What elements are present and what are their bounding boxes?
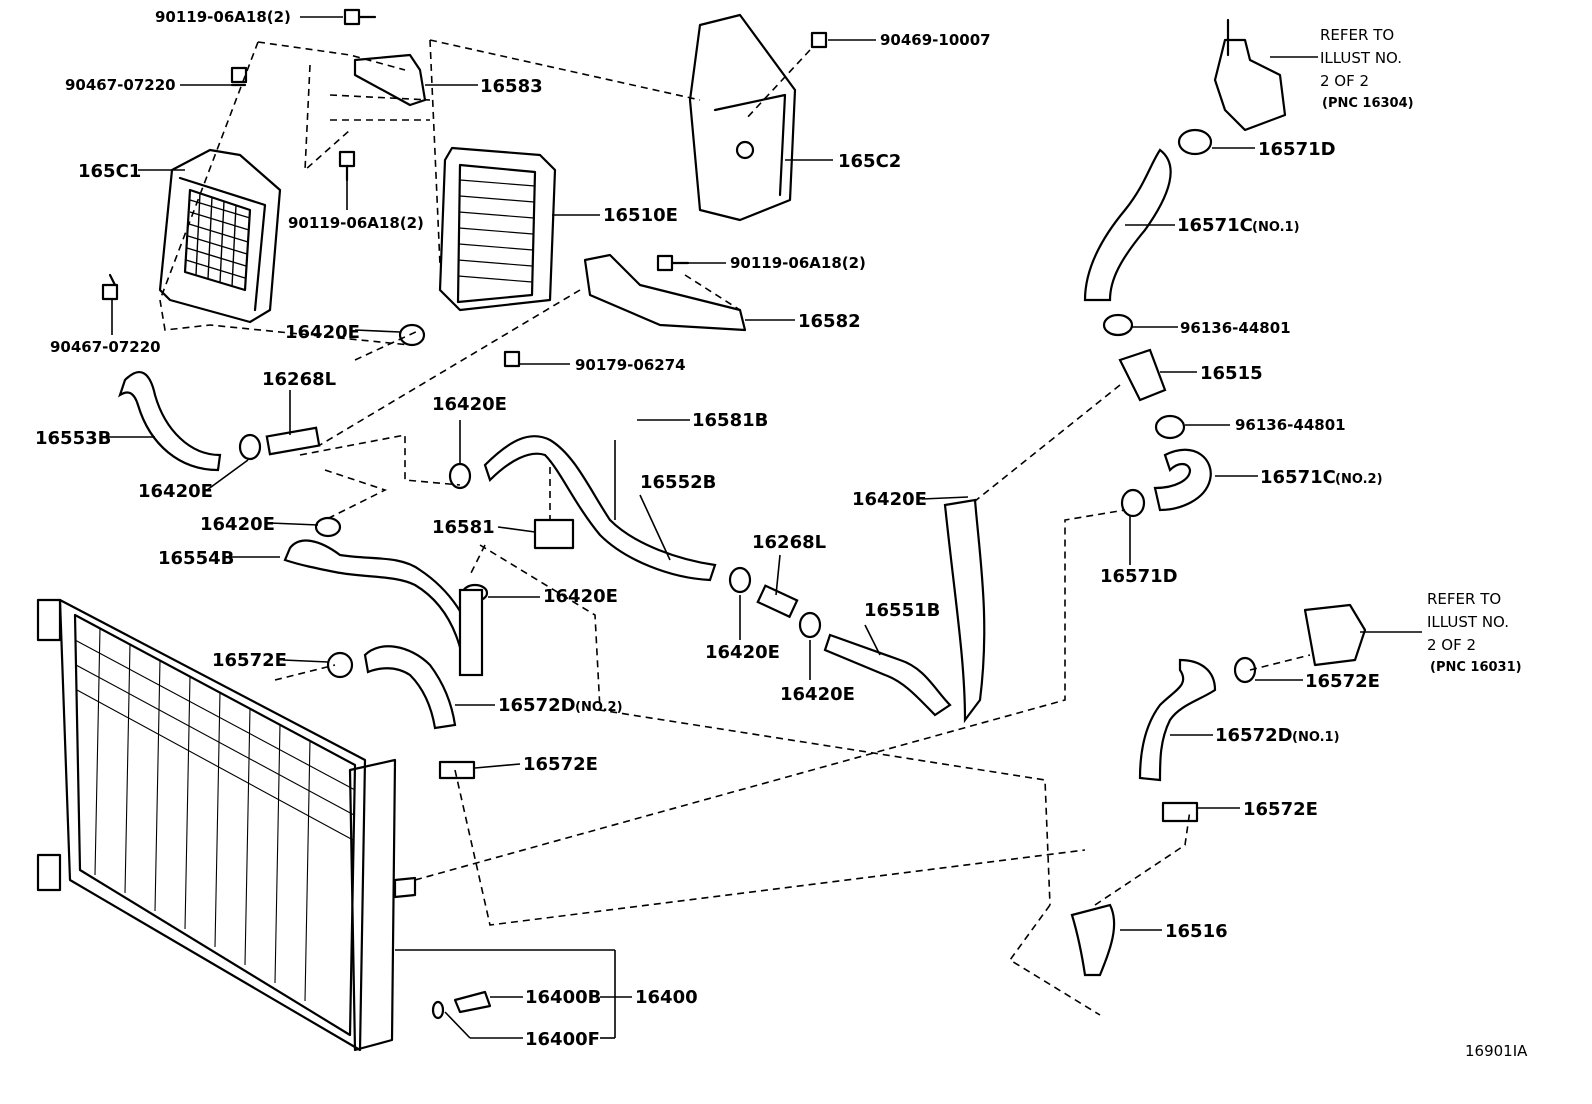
label-96136-a: 96136-44801 — [1180, 319, 1291, 337]
label-90467-bottom: 90467-07220 — [50, 338, 161, 356]
label-16420E-e: 16420E — [200, 514, 275, 535]
part-labels: 90119-06A18(2) 90467-07220 16583 165C1 9… — [35, 8, 1383, 1050]
label-16572E-d: 16572E — [1243, 799, 1318, 820]
label-16420E-d: 16420E — [852, 489, 927, 510]
ref-top-line-1: REFER TO — [1320, 26, 1394, 44]
label-16268L-a: 16268L — [262, 369, 336, 390]
label-16400B: 16400B — [525, 987, 601, 1008]
label-16551B: 16551B — [864, 600, 940, 621]
label-16420E-f: 16420E — [543, 586, 618, 607]
label-96136-b: 96136-44801 — [1235, 416, 1346, 434]
dashed-assembly-lines — [159, 39, 1311, 1016]
label-165C1: 165C1 — [78, 161, 141, 182]
ref-top-line-3: 2 OF 2 — [1320, 72, 1369, 90]
reference-note-bottom: REFER TO ILLUST NO. 2 OF 2 (PNC 16031) — [1427, 590, 1522, 675]
label-16571D-bottom: 16571D — [1100, 566, 1178, 587]
label-16571C-no1: 16571C — [1177, 215, 1253, 236]
label-16268L-b: 16268L — [752, 532, 826, 553]
label-16554B: 16554B — [158, 548, 234, 569]
ref-top-line-4: (PNC 16304) — [1322, 96, 1414, 111]
label-16420E-a: 16420E — [285, 322, 360, 343]
label-16400: 16400 — [635, 987, 698, 1008]
label-16571C-no1-note: (NO.1) — [1252, 220, 1300, 235]
label-16420E-c: 16420E — [432, 394, 507, 415]
label-16552B: 16552B — [640, 472, 716, 493]
part-artwork — [36, 8, 1367, 1052]
label-16581B: 16581B — [692, 410, 768, 431]
label-16572D-no2-note: (NO.2) — [575, 700, 623, 715]
reference-note-top: REFER TO ILLUST NO. 2 OF 2 (PNC 16304) — [1320, 26, 1414, 111]
label-16571D-top: 16571D — [1258, 139, 1336, 160]
label-16572E-b: 16572E — [523, 754, 598, 775]
label-16510E: 16510E — [603, 205, 678, 226]
label-16553B: 16553B — [35, 428, 111, 449]
ref-bottom-line-1: REFER TO — [1427, 590, 1501, 608]
label-16420E-g: 16420E — [705, 642, 780, 663]
label-90119-right: 90119-06A18(2) — [730, 254, 866, 272]
label-16420E-b: 16420E — [138, 481, 213, 502]
label-16581: 16581 — [432, 517, 495, 538]
label-90179: 90179-06274 — [575, 356, 686, 374]
ref-bottom-line-2: ILLUST NO. — [1427, 613, 1509, 631]
label-16572D-no1: 16572D — [1215, 725, 1293, 746]
ref-bottom-line-3: 2 OF 2 — [1427, 636, 1476, 654]
label-16516: 16516 — [1165, 921, 1228, 942]
label-16583: 16583 — [480, 76, 543, 97]
label-90469: 90469-10007 — [880, 31, 991, 49]
label-16572E-c: 16572E — [1305, 671, 1380, 692]
ref-top-line-2: ILLUST NO. — [1320, 49, 1402, 67]
figure-id: 16901IA — [1465, 1042, 1528, 1060]
label-16572D-no2: 16572D — [498, 695, 576, 716]
label-90119-top: 90119-06A18(2) — [155, 8, 291, 26]
label-165C2: 165C2 — [838, 151, 901, 172]
label-16571C-no2: 16571C — [1260, 467, 1336, 488]
ref-bottom-line-4: (PNC 16031) — [1430, 660, 1522, 675]
label-90467-top: 90467-07220 — [65, 76, 176, 94]
label-90119-mid: 90119-06A18(2) — [288, 214, 424, 232]
label-16572D-no1-note: (NO.1) — [1292, 730, 1340, 745]
label-16572E-a: 16572E — [212, 650, 287, 671]
label-16515: 16515 — [1200, 363, 1263, 384]
label-16582: 16582 — [798, 311, 861, 332]
label-16400F: 16400F — [525, 1029, 600, 1050]
label-16571C-no2-note: (NO.2) — [1335, 472, 1383, 487]
label-16420E-h: 16420E — [780, 684, 855, 705]
leader-lines — [105, 16, 1422, 1039]
